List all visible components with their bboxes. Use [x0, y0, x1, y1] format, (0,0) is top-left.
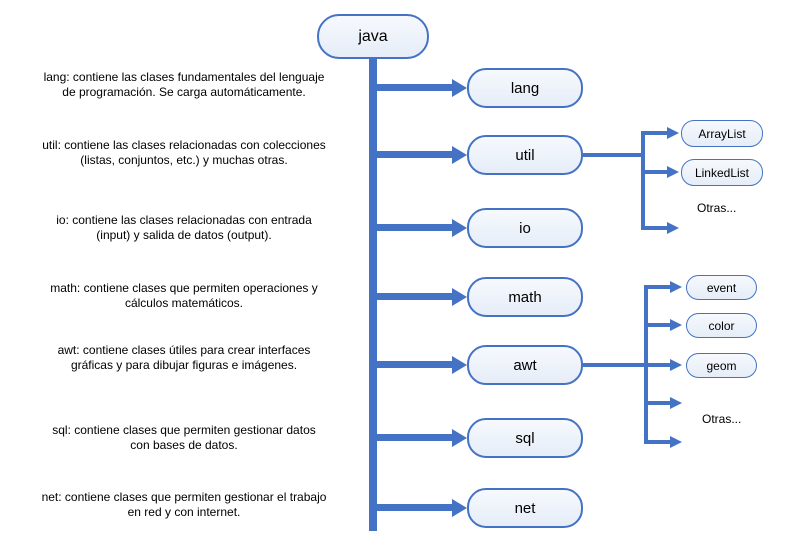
desc-lang: lang: contiene las clases fundamentales … [43, 70, 325, 99]
arrowhead-icon [452, 356, 467, 374]
desc-net: net: contiene clases que permiten gestio… [41, 490, 327, 519]
node-sql: sql [467, 418, 583, 458]
node-event: event [686, 275, 757, 300]
branch-arrow-bar [377, 361, 452, 368]
trunk-line [369, 58, 377, 531]
node-label: math [508, 288, 542, 306]
branch-arrow-bar [377, 224, 452, 231]
branch-arrow-bar [377, 151, 452, 158]
desc-math: math: contiene clases que permiten opera… [50, 281, 318, 310]
node-util: util [467, 135, 583, 175]
node-label: ArrayList [698, 126, 746, 141]
node-net: net [467, 488, 583, 528]
arrowhead-icon [452, 499, 467, 517]
desc-io: io: contiene las clases relacionadas con… [56, 213, 312, 242]
arrowhead-icon [670, 397, 682, 409]
arrowhead-icon [670, 436, 682, 448]
awt-otras-label: Otras... [702, 412, 742, 426]
desc-sql: sql: contiene clases que permiten gestio… [52, 423, 316, 452]
branch-arrow-bar [377, 84, 452, 91]
child-arrow-bar [643, 131, 667, 135]
child-arrow-bar [646, 323, 670, 327]
util-otras-label: Otras... [697, 201, 737, 215]
desc-awt: awt: contiene clases útiles para crear i… [57, 343, 311, 372]
node-io: io [467, 208, 583, 248]
child-arrow-bar [643, 170, 667, 174]
node-label: awt [513, 356, 537, 374]
branch-arrow-bar [377, 504, 452, 511]
node-lang: lang [467, 68, 583, 108]
arrowhead-icon [452, 146, 467, 164]
child-arrow-bar [646, 363, 670, 367]
arrowhead-icon [452, 219, 467, 237]
arrowhead-icon [452, 429, 467, 447]
node-awt: awt [467, 345, 583, 385]
node-label: io [519, 219, 531, 237]
node-label: color [708, 318, 735, 333]
arrowhead-icon [670, 319, 682, 331]
node-label: net [514, 499, 536, 517]
arrowhead-icon [452, 79, 467, 97]
branch-arrow-bar [377, 293, 452, 300]
arrowhead-icon [667, 166, 679, 178]
node-java: java [317, 14, 429, 59]
arrowhead-icon [670, 281, 682, 293]
arrowhead-icon [670, 359, 682, 371]
child-arrow-bar [646, 285, 670, 289]
node-arraylist: ArrayList [681, 120, 763, 147]
node-math: math [467, 277, 583, 317]
child-arrow-bar [643, 226, 667, 230]
awt-connector-line [583, 363, 646, 367]
util-connector-line [583, 153, 643, 157]
node-label: geom [706, 358, 737, 373]
node-label: util [515, 146, 535, 164]
desc-util: util: contiene las clases relacionadas c… [42, 138, 326, 167]
child-arrow-bar [646, 401, 670, 405]
arrowhead-icon [667, 222, 679, 234]
util-children-line [641, 131, 645, 230]
node-java-label: java [358, 27, 388, 45]
branch-arrow-bar [377, 434, 452, 441]
node-geom: geom [686, 353, 757, 378]
arrowhead-icon [452, 288, 467, 306]
node-label: lang [510, 79, 540, 97]
node-linkedlist: LinkedList [681, 159, 763, 186]
arrowhead-icon [667, 127, 679, 139]
node-label: sql [515, 429, 535, 447]
node-color: color [686, 313, 757, 338]
node-label: event [706, 280, 737, 295]
child-arrow-bar [646, 440, 670, 444]
node-label: LinkedList [694, 165, 750, 180]
